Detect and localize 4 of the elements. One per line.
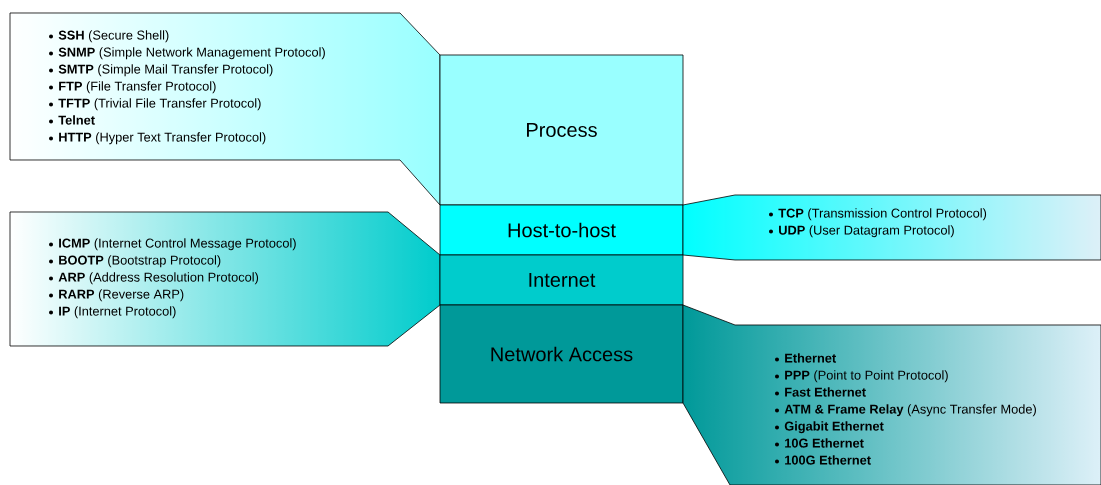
layer-box: Network Access	[439, 304, 684, 404]
layer-box: Internet	[439, 254, 684, 306]
layer-box: Process	[439, 54, 684, 206]
layer-box: Host-to-host	[439, 204, 684, 256]
